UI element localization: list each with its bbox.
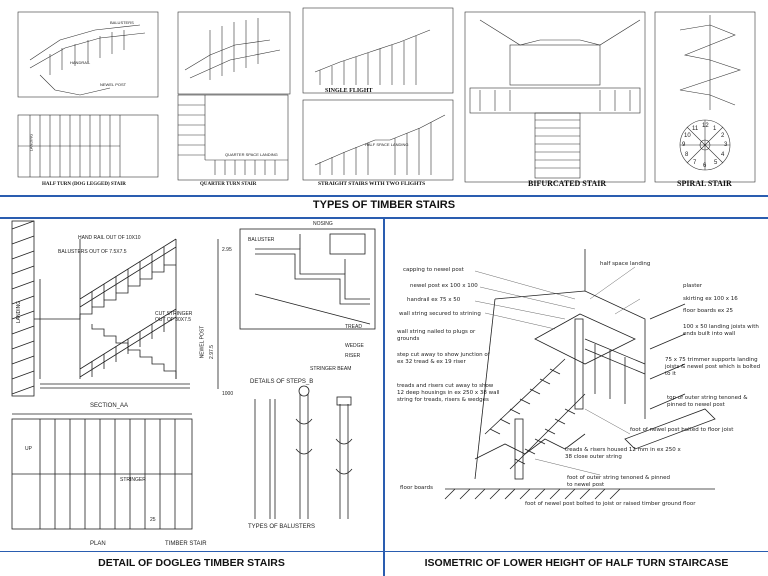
annotation-skirting: skirting ex 100 x 16	[683, 296, 738, 302]
annotation-foot-newel-floor-joist: foot of newel post bolted to floor joist	[630, 427, 734, 433]
annotation-top-outer-string: top of outer string tenoned & pinned to …	[667, 395, 748, 408]
label-baluster: BALUSTER	[248, 237, 275, 243]
caption-half-turn: HALF TURN (DOG LEGGED) STAIR	[42, 182, 126, 187]
spiral-number-3: 3	[724, 142, 728, 148]
label-stringer: STRINGER	[120, 477, 146, 483]
label-types-of-balusters: TYPES OF BALUSTERS	[248, 524, 316, 530]
label-newel-post: NEWEL POST	[100, 82, 127, 87]
annotation-half-space-landing: half space landing	[600, 261, 651, 267]
label-dim-3: 1000	[222, 391, 234, 397]
dogleg-drawings	[11, 220, 376, 530]
spiral-number-9: 9	[682, 142, 686, 148]
caption-quarter-turn: QUARTER TURN STAIR	[200, 182, 257, 187]
label-hand-rail: HAND RAIL OUT OF 10X10	[78, 235, 141, 241]
annotation-floor-boards: floor boards	[400, 485, 433, 491]
caption-dogleg-detail: DETAIL OF DOGLEG TIMBER STAIRS	[98, 557, 285, 569]
label-wedge: WEDGE	[345, 343, 364, 349]
label-newel-post: NEWEL POST	[199, 325, 206, 359]
label-riser: RISER	[345, 353, 361, 359]
spiral-number-7: 7	[693, 160, 697, 166]
label-dim-4: 25	[150, 517, 156, 523]
spiral-number-8: 8	[685, 152, 689, 158]
annotation-foot-outer-string: foot of outer string tenoned & pinned to…	[567, 475, 670, 488]
spiral-number-6: 6	[703, 163, 707, 169]
annotation-landing-joists: 100 x 50 landing joists with ends built …	[683, 324, 759, 337]
isometric-panel: capping to newel post newel post ex 100 …	[385, 219, 768, 551]
annotation-wall-string-nailed: wall string nailed to plugs or grounds	[397, 329, 476, 342]
annotation-floor-boards-25: floor boards ex 25	[683, 308, 733, 314]
caption-bifurcated: BIFURCATED STAIR	[528, 179, 607, 188]
vertical-divider	[383, 217, 385, 576]
label-quarter-space-landing: QUARTER SPACE LANDING	[225, 152, 278, 157]
types-drawings	[17, 7, 756, 183]
annotation-trimmer: 75 x 75 trimmer supports landing joists …	[665, 357, 761, 377]
label-plan: PLAN	[90, 541, 106, 547]
caption-single-flight: SINGLE FLIGHT	[325, 88, 373, 94]
spiral-number-11: 11	[692, 126, 699, 132]
label-half-space-landing: HALF SPACE LANDING	[365, 142, 409, 147]
label-stringer-beam: STRINGER BEAM	[310, 366, 352, 372]
annotation-wall-string-secured: wall string secured to strining	[399, 311, 481, 317]
label-balusters-out-of: BALUSTERS OUT OF 7.5X7.5	[58, 249, 127, 255]
spiral-number-1: 1	[713, 126, 717, 132]
spiral-number-2: 2	[721, 133, 725, 139]
spiral-number-4: 4	[721, 152, 725, 158]
caption-two-flights: STRAIGHT STAIRS WITH TWO FLIGHTS	[318, 181, 426, 187]
annotation-newel-post: newel post ex 100 x 100	[410, 283, 478, 289]
types-of-stairs-panel: BALUSTERS HANDRAIL NEWEL POST LANDING QU…	[0, 0, 768, 195]
caption-types-of-timber-stairs: TYPES OF TIMBER STAIRS	[312, 199, 456, 211]
isometric-drawing	[444, 249, 716, 500]
label-dim-1: 2.95	[222, 247, 232, 253]
dogleg-detail-panel: HAND RAIL OUT OF 10X10 BALUSTERS OUT OF …	[0, 219, 383, 551]
annotation-capping: capping to newel post	[403, 267, 464, 273]
label-cut-stringer: CUT STRINGER OUT OF 30X7.5	[155, 311, 193, 323]
spiral-number-5: 5	[714, 160, 718, 166]
caption-isometric: ISOMETRIC OF LOWER HEIGHT OF HALF TURN S…	[424, 557, 729, 569]
label-nosing: NOSING	[313, 221, 333, 227]
caption-spiral: SPIRAL STAIR	[677, 179, 732, 188]
label-section: SECTION_AA	[90, 403, 129, 409]
top-divider	[0, 195, 768, 197]
label-up: UP	[25, 446, 32, 452]
annotation-foot-newel-raised: foot of newel post bolted to joist or ra…	[525, 501, 696, 507]
label-details-of-steps: DETAILS OF STEPS_B	[250, 379, 314, 385]
spiral-number-10: 10	[684, 133, 691, 139]
label-landing: LANDING	[28, 133, 34, 152]
label-dim-2: 2.97.5	[208, 345, 215, 359]
annotation-treads-risers-housed: treads & risers housed 12 mm in ex 250 x…	[565, 447, 681, 460]
spiral-number-12: 12	[702, 123, 709, 129]
label-landing: LANDING	[16, 300, 23, 324]
label-balusters: BALUSTERS	[110, 20, 134, 25]
annotation-step-cut-away: step cut away to show junction of ex 32 …	[397, 352, 490, 365]
annotation-plaster: plaster	[683, 283, 703, 289]
annotation-treads-risers-cut: treads and risers cut away to show 12 de…	[397, 383, 500, 403]
label-timber-stair: TIMBER STAIR	[165, 541, 207, 547]
label-handrail: HANDRAIL	[70, 60, 91, 65]
label-tread: TREAD	[345, 324, 362, 330]
annotation-handrail: handrail ex 75 x 50	[407, 297, 461, 303]
bottom-divider-left	[0, 551, 768, 552]
